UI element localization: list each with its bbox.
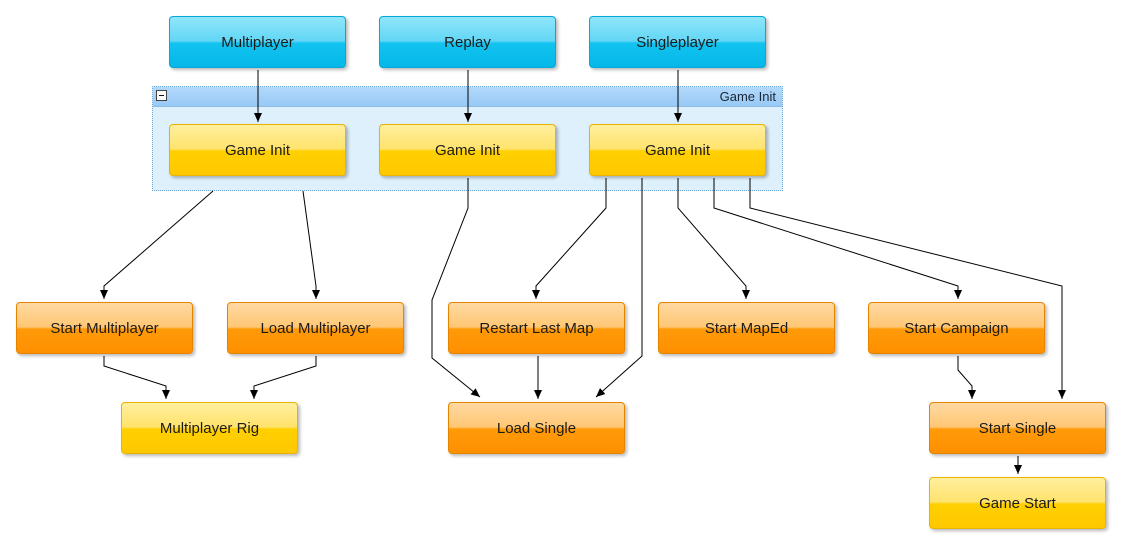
edge-game-init-to-start-maped xyxy=(677,178,750,299)
node-game-init-3[interactable]: Game Init xyxy=(589,124,766,176)
node-multiplayer[interactable]: Multiplayer xyxy=(169,16,346,68)
node-singleplayer[interactable]: Singleplayer xyxy=(589,16,766,68)
node-label: Multiplayer xyxy=(221,33,294,51)
node-start-campaign[interactable]: Start Campaign xyxy=(868,302,1045,354)
node-label: Game Init xyxy=(644,141,711,159)
node-replay[interactable]: Replay xyxy=(379,16,556,68)
edge-load-multiplayer-to-rig xyxy=(250,356,317,399)
node-label: Start Single xyxy=(978,419,1057,437)
group-title: Game Init xyxy=(719,89,776,104)
edge-game-init-to-load-single-2 xyxy=(595,178,643,398)
node-restart-last-map[interactable]: Restart Last Map xyxy=(448,302,625,354)
collapse-icon[interactable] xyxy=(156,90,167,101)
node-game-start[interactable]: Game Start xyxy=(929,477,1106,529)
edge-game-init-to-start-campaign xyxy=(713,178,962,299)
node-label: Start MapEd xyxy=(704,319,789,337)
node-load-single[interactable]: Load Single xyxy=(448,402,625,454)
node-load-multiplayer[interactable]: Load Multiplayer xyxy=(227,302,404,354)
node-label: Game Start xyxy=(979,494,1056,512)
edge-game-init-to-load-single xyxy=(431,178,481,398)
edge-game-init-to-start-single xyxy=(749,178,1066,399)
edge-game-init-to-load-multiplayer xyxy=(302,190,320,299)
node-label: Load Single xyxy=(496,419,577,437)
node-label: Singleplayer xyxy=(636,33,719,51)
node-label: Restart Last Map xyxy=(479,319,594,337)
edge-start-multiplayer-to-rig xyxy=(103,356,170,399)
node-start-maped[interactable]: Start MapEd xyxy=(658,302,835,354)
node-game-init-1[interactable]: Game Init xyxy=(169,124,346,176)
node-label: Multiplayer Rig xyxy=(159,419,260,437)
edge-start-campaign-to-start-single xyxy=(957,356,976,399)
node-label: Game Init xyxy=(434,141,501,159)
node-game-init-2[interactable]: Game Init xyxy=(379,124,556,176)
node-label: Start Campaign xyxy=(904,319,1009,337)
edge-game-init-to-start-multiplayer xyxy=(100,190,214,299)
node-start-multiplayer[interactable]: Start Multiplayer xyxy=(16,302,193,354)
node-label: Game Init xyxy=(224,141,291,159)
edge-game-init-to-restart-last-map xyxy=(532,178,607,299)
node-label: Start Multiplayer xyxy=(50,319,159,337)
node-start-single[interactable]: Start Single xyxy=(929,402,1106,454)
node-label: Replay xyxy=(444,33,491,51)
node-label: Load Multiplayer xyxy=(260,319,371,337)
node-multiplayer-rig[interactable]: Multiplayer Rig xyxy=(121,402,298,454)
